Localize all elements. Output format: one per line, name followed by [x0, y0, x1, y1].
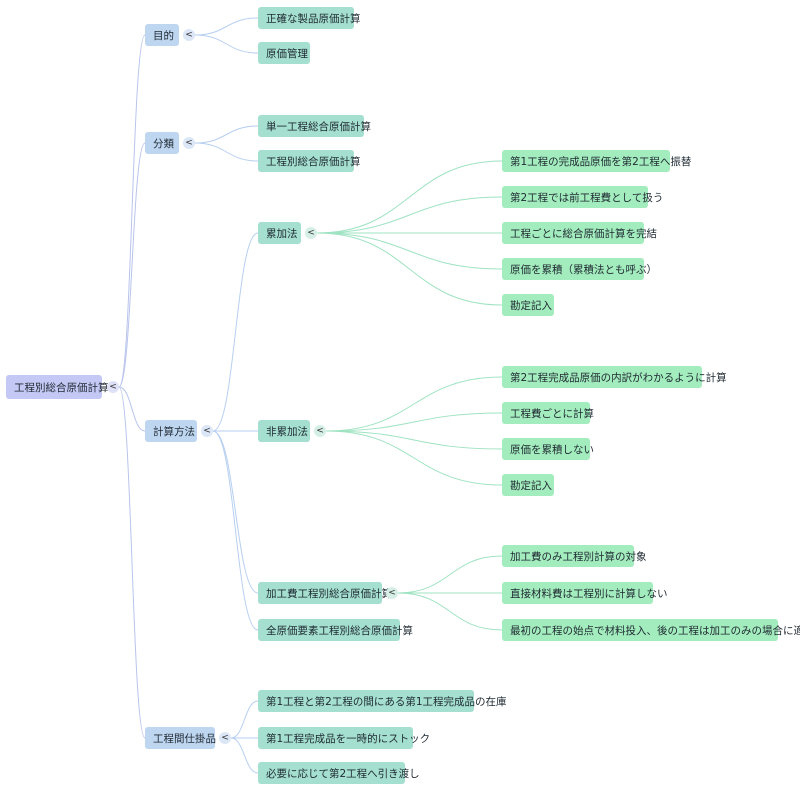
node-label: 第2工程完成品原価の内訳がわかるように計算 [510, 371, 727, 384]
node-label: 工程ごとに総合原価計算を完結 [510, 227, 657, 240]
node-label: 必要に応じて第2工程へ引き渡し [266, 767, 420, 780]
connector-line [194, 34, 259, 54]
node-label: 第1工程の完成品原価を第2工程へ振替 [510, 155, 692, 168]
node-label: 加工費のみ工程別計算の対象 [510, 550, 647, 563]
leaf-node[interactable]: 必要に応じて第2工程へ引き渡し [258, 762, 420, 784]
method-node-processing-cost[interactable]: 加工費工程別総合原価計算 [258, 582, 392, 604]
connector-line [397, 555, 503, 594]
connector-line [325, 376, 503, 432]
node-label: 工程別総合原価計算 [14, 381, 109, 394]
connector-line [212, 430, 259, 594]
node-label: 工程別総合原価計算 [266, 155, 361, 168]
connector-line [212, 430, 259, 631]
node-label: 単一工程総合原価計算 [266, 120, 371, 133]
connector-line [230, 737, 259, 774]
connector-line [118, 386, 146, 432]
collapse-toggle-icon[interactable]: < [219, 732, 231, 744]
node-label: 原価管理 [266, 47, 308, 60]
leaf-node[interactable]: 第1工程完成品を一時的にストック [258, 727, 430, 749]
node-label: 工程間仕掛品 [153, 732, 216, 745]
node-label: 第2工程では前工程費として扱う [510, 191, 664, 204]
node-label: 第1工程完成品を一時的にストック [266, 732, 431, 745]
leaf-node[interactable]: 加工費のみ工程別計算の対象 [502, 545, 647, 567]
leaf-node[interactable]: 工程費ごとに計算 [502, 402, 594, 424]
connector-line [316, 232, 503, 270]
connector-line [194, 125, 259, 144]
node-label: 非累加法 [266, 425, 308, 438]
branch-node-classification[interactable]: 分類 [145, 132, 179, 154]
leaf-node[interactable]: 第1工程と第2工程の間にある第1工程完成品の在庫 [258, 690, 507, 712]
node-label: 直接材料費は工程別に計算しない [510, 587, 668, 600]
branch-node-wip[interactable]: 工程間仕掛品 [145, 727, 216, 749]
node-label: 累加法 [266, 227, 298, 240]
method-node-non-cumulative[interactable]: 非累加法 [258, 420, 310, 442]
connector-line [325, 412, 503, 432]
leaf-node[interactable]: 工程ごとに総合原価計算を完結 [502, 222, 657, 244]
leaf-node[interactable]: 原価を累積しない [502, 438, 594, 460]
method-node-cumulative[interactable]: 累加法 [258, 222, 301, 244]
leaf-node[interactable]: 原価管理 [258, 42, 310, 64]
leaf-node[interactable]: 勘定記入 [502, 294, 554, 316]
leaf-node[interactable]: 第1工程の完成品原価を第2工程へ振替 [502, 150, 691, 172]
connector-line [316, 232, 503, 306]
collapse-toggle-icon[interactable]: < [386, 587, 398, 599]
connector-line [316, 196, 503, 234]
branch-node-method[interactable]: 計算方法 [145, 420, 197, 442]
leaf-node[interactable]: 原価を累積（累積法とも呼ぶ） [502, 258, 657, 280]
connector-line [316, 160, 503, 234]
node-label: 全原価要素工程別総合原価計算 [266, 624, 413, 637]
node-label: 勘定記入 [510, 479, 552, 492]
connector-line [230, 700, 259, 739]
node-label: 原価を累積しない [510, 443, 594, 456]
leaf-node[interactable]: 第2工程完成品原価の内訳がわかるように計算 [502, 366, 727, 388]
leaf-node[interactable]: 工程別総合原価計算 [258, 150, 361, 172]
leaf-node[interactable]: 正確な製品原価計算 [258, 7, 361, 29]
method-node-all-elements[interactable]: 全原価要素工程別総合原価計算 [258, 619, 413, 641]
collapse-toggle-icon[interactable]: < [183, 137, 195, 149]
root-node[interactable]: 工程別総合原価計算 [6, 375, 109, 399]
node-label: 目的 [153, 29, 174, 42]
leaf-node[interactable]: 直接材料費は工程別に計算しない [502, 582, 668, 604]
node-label: 第1工程と第2工程の間にある第1工程完成品の在庫 [266, 695, 507, 708]
connector-line [212, 232, 259, 432]
connector-line [118, 34, 146, 388]
node-label: 計算方法 [153, 425, 195, 438]
leaf-node[interactable]: 単一工程総合原価計算 [258, 115, 371, 137]
node-label: 原価を累積（累積法とも呼ぶ） [510, 263, 657, 276]
branch-node-purpose[interactable]: 目的 [145, 24, 179, 46]
node-label: 分類 [153, 137, 174, 150]
leaf-node[interactable]: 最初の工程の始点で材料投入、後の工程は加工のみの場合に適用 [502, 619, 800, 641]
connector-line [397, 592, 503, 631]
connector-line [194, 142, 259, 162]
collapse-toggle-icon[interactable]: < [107, 381, 119, 393]
connector-line [194, 17, 259, 36]
connector-line [325, 430, 503, 486]
node-label: 正確な製品原価計算 [266, 12, 361, 25]
connector-line [118, 386, 146, 739]
node-label: 勘定記入 [510, 299, 552, 312]
collapse-toggle-icon[interactable]: < [183, 29, 195, 41]
leaf-node[interactable]: 勘定記入 [502, 474, 554, 496]
node-label: 工程費ごとに計算 [510, 407, 594, 420]
collapse-toggle-icon[interactable]: < [305, 227, 317, 239]
collapse-toggle-icon[interactable]: < [314, 425, 326, 437]
collapse-toggle-icon[interactable]: < [201, 425, 213, 437]
connector-line [118, 142, 146, 388]
leaf-node[interactable]: 第2工程では前工程費として扱う [502, 186, 663, 208]
node-label: 加工費工程別総合原価計算 [266, 587, 392, 600]
connector-line [325, 430, 503, 450]
node-label: 最初の工程の始点で材料投入、後の工程は加工のみの場合に適用 [510, 624, 800, 637]
